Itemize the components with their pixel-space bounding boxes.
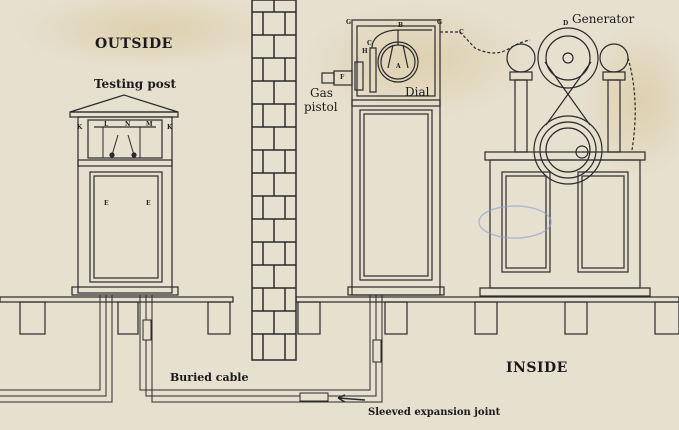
letter-c: C: [367, 40, 372, 47]
expansion-joint: [299, 392, 329, 402]
letter-e: E: [146, 200, 151, 207]
letter-n: N: [125, 121, 131, 128]
label-expansion-joint: Sleeved expansion joint: [368, 407, 501, 418]
label-inside: INSIDE: [506, 360, 568, 376]
label-gas: Gas: [310, 86, 333, 100]
letter-m: M: [146, 121, 153, 128]
letter-d: D: [563, 20, 569, 27]
label-generator: Generator: [572, 12, 635, 26]
letter-a: A: [396, 63, 401, 70]
letter-g: G: [437, 19, 443, 26]
letter-g: G: [346, 19, 352, 26]
letter-f: F: [340, 74, 345, 81]
label-pistol: pistol: [304, 100, 338, 114]
letter-k: K: [167, 124, 173, 131]
letter-k: K: [77, 124, 83, 131]
label-testing-post: Testing post: [94, 77, 177, 91]
museum-stamp: [478, 205, 552, 239]
label-buried-cable: Buried cable: [170, 371, 249, 384]
letter-l: L: [104, 121, 109, 128]
brick-wall: [251, 0, 297, 361]
letter-c: C: [459, 29, 464, 36]
generator-cabinet: [479, 27, 651, 297]
buried-cable: [0, 295, 383, 403]
testing-post: [69, 94, 179, 296]
dial-cabinet: [321, 19, 531, 296]
label-dial: Dial: [405, 85, 430, 99]
letter-h: H: [362, 48, 368, 55]
letter-b: B: [398, 22, 404, 29]
label-outside: OUTSIDE: [95, 36, 173, 52]
letter-e: E: [104, 200, 109, 207]
